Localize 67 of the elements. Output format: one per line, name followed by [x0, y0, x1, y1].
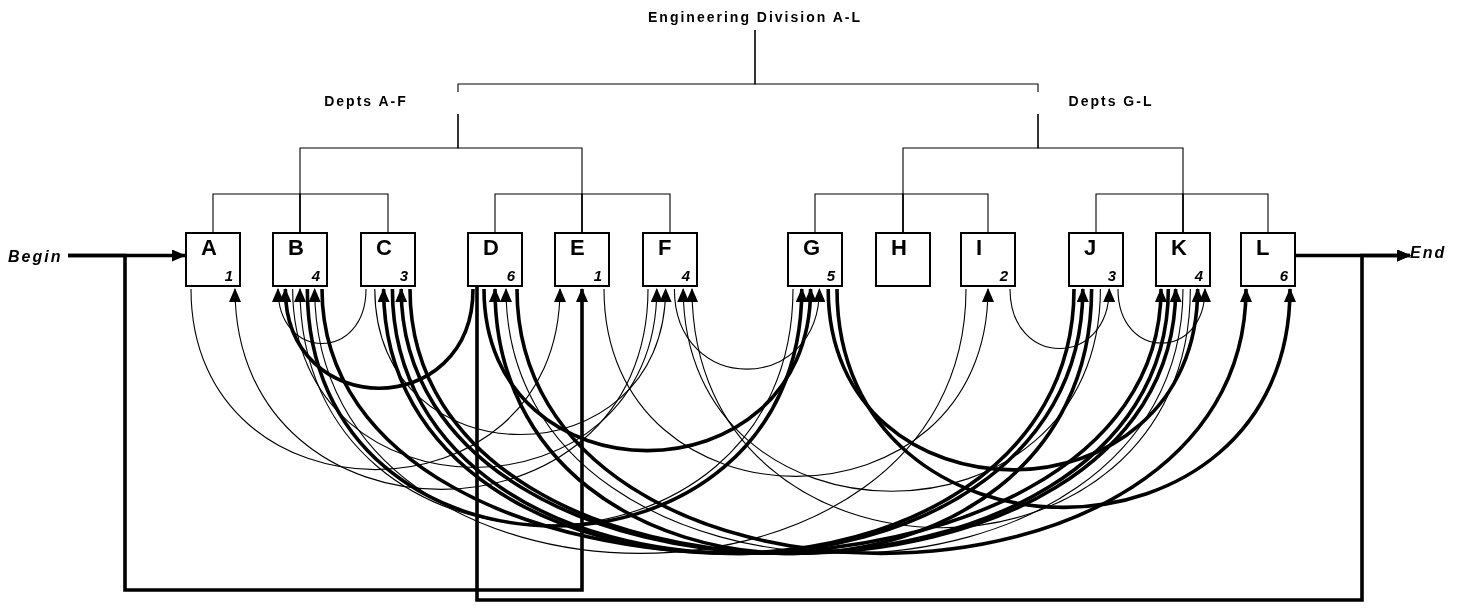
arc-arrow	[1009, 288, 1114, 350]
count-number: 3	[1107, 267, 1116, 284]
department-box	[185, 232, 241, 287]
count-number: 4	[681, 267, 690, 284]
arc-arrow	[190, 288, 565, 471]
department-box	[360, 232, 416, 287]
department-letter: D	[483, 236, 499, 260]
department-box	[787, 232, 843, 287]
department-letter: G	[803, 236, 821, 260]
count-number: 6	[1279, 267, 1288, 284]
tree-line	[581, 193, 671, 233]
department-box	[960, 232, 1016, 287]
tree-line	[494, 193, 583, 233]
department-letter: K	[1171, 236, 1187, 260]
department-box	[554, 232, 610, 287]
count-number: 4	[1194, 267, 1203, 284]
department-letter: I	[976, 236, 983, 260]
arc-arrow	[687, 288, 1191, 529]
tree-line	[754, 29, 1039, 93]
tree-line	[299, 193, 389, 233]
department-box	[1068, 232, 1124, 287]
count-number: 4	[311, 267, 320, 284]
tree-line	[212, 193, 301, 233]
loop-line	[475, 249, 1411, 602]
department-letter: L	[1256, 236, 1270, 260]
tree-line	[814, 193, 904, 233]
arc-arrow	[835, 288, 1295, 509]
tree-line	[1095, 193, 1184, 233]
group-heading: Depts A-F	[272, 92, 460, 114]
department-letter: A	[201, 236, 217, 260]
department-letter: B	[288, 236, 304, 260]
department-box	[1240, 232, 1296, 287]
count-number: 1	[593, 267, 602, 284]
arc-arrow	[673, 288, 824, 370]
department-letter: E	[570, 236, 585, 260]
count-number: 6	[506, 267, 515, 284]
count-number: 2	[999, 267, 1008, 284]
arc-arrow	[482, 288, 815, 453]
arc-arrow	[678, 288, 1101, 492]
arc-arrow	[292, 288, 662, 468]
arc-arrow	[230, 288, 649, 490]
group-heading: Depts G-L	[1036, 92, 1186, 114]
department-box	[467, 232, 523, 287]
department-box	[875, 232, 931, 287]
department-box	[272, 232, 328, 287]
arc-arrow	[603, 288, 993, 477]
flow-label: End	[1410, 244, 1466, 266]
arc-arrow	[310, 288, 967, 554]
arc-arrow	[374, 288, 670, 436]
arc-arrow	[280, 288, 475, 390]
count-number: 5	[826, 267, 835, 284]
tree-line	[902, 193, 989, 233]
count-number: 3	[399, 267, 408, 284]
department-letter: C	[376, 236, 392, 260]
arc-arrow	[826, 288, 1202, 472]
department-box	[642, 232, 698, 287]
tree-line	[1182, 193, 1269, 233]
department-letter: H	[891, 236, 907, 260]
loop-arrow	[68, 253, 588, 592]
flow-label: Begin	[8, 248, 68, 270]
department-letter: J	[1084, 236, 1097, 260]
department-letter: F	[658, 236, 672, 260]
department-box	[1155, 232, 1211, 287]
arc-arrow	[273, 288, 367, 345]
arc-arrow	[1117, 288, 1210, 344]
count-number: 1	[224, 267, 233, 284]
division-heading: Engineering Division A-L	[640, 8, 870, 30]
